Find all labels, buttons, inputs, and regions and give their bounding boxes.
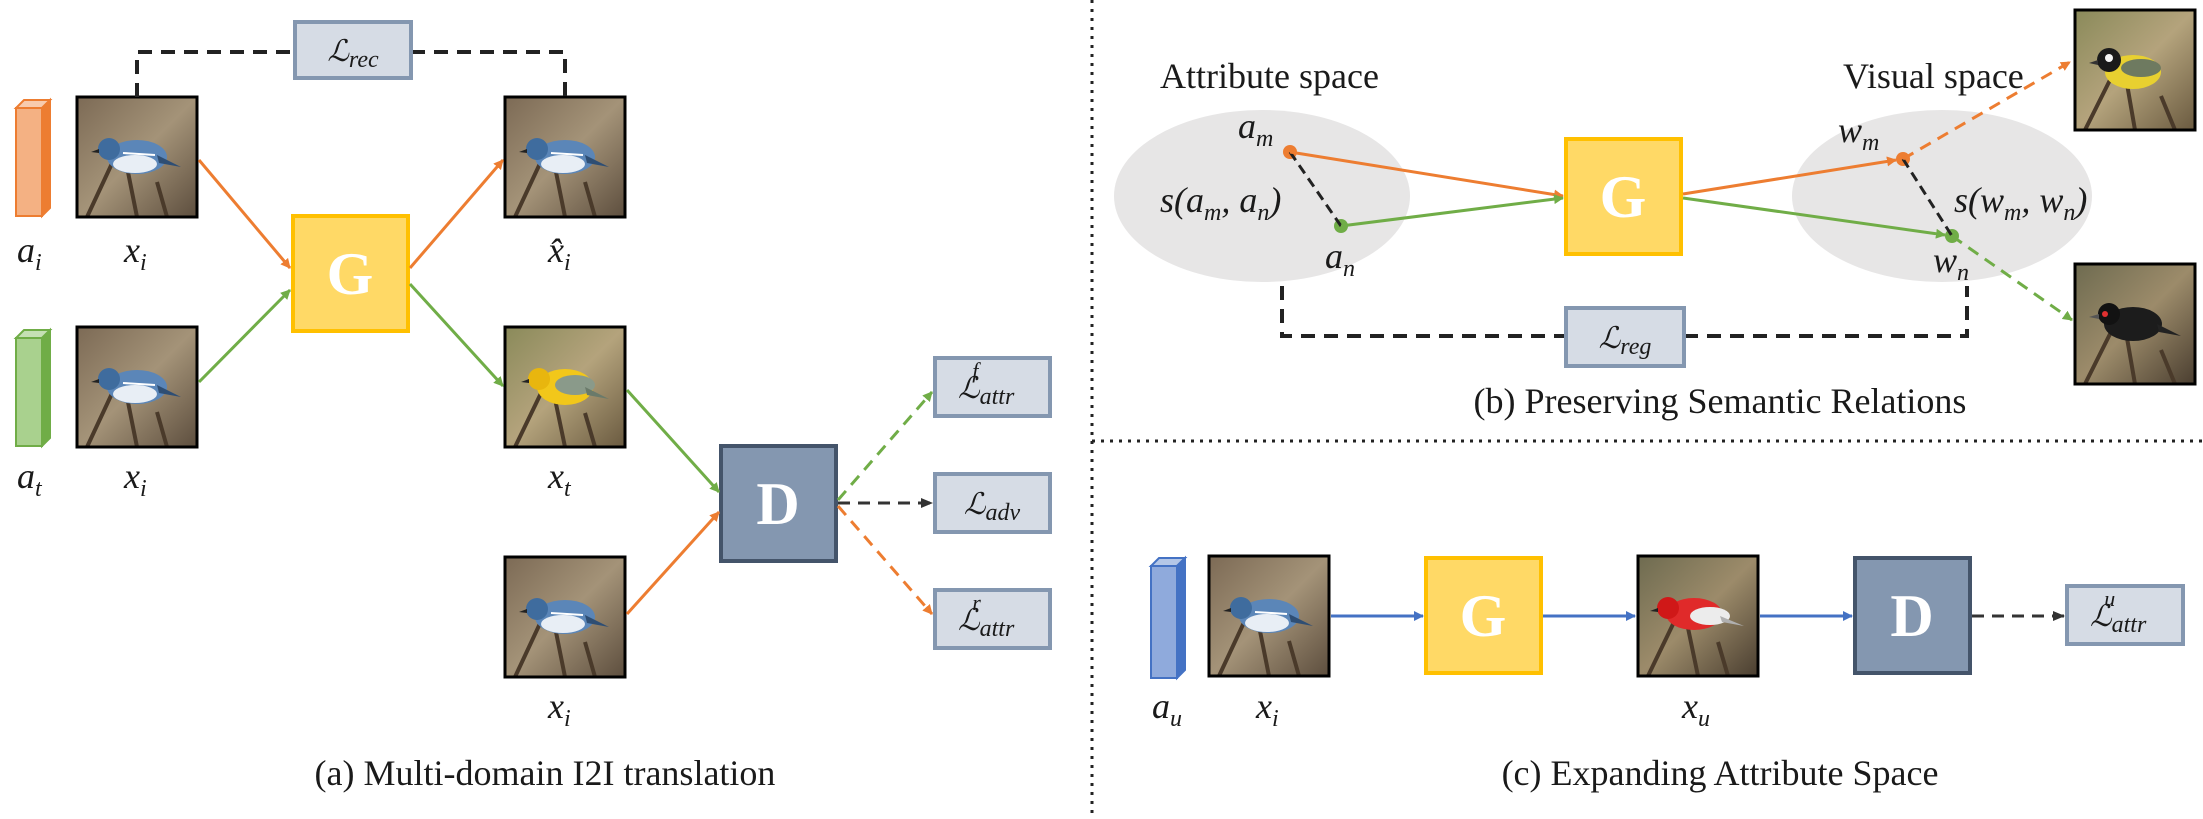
image-xt bbox=[503, 325, 627, 449]
image-xi-bottom bbox=[75, 325, 199, 449]
caption-c: (c) Expanding Attribute Space bbox=[1502, 753, 1939, 793]
image-xi-c bbox=[1207, 554, 1331, 678]
arrow-g-to-xt bbox=[408, 282, 505, 388]
image-xi-bottom-label: xi bbox=[123, 456, 147, 502]
discriminator-label-a: D bbox=[756, 471, 799, 537]
attribute-au-label: au bbox=[1152, 686, 1182, 732]
loss-rec-box bbox=[293, 20, 413, 80]
visual-space-ellipse bbox=[1792, 110, 2092, 282]
image-xi-top bbox=[75, 95, 199, 219]
generator-box-b bbox=[1564, 137, 1683, 256]
generator-box-a bbox=[291, 214, 410, 333]
image-visual-m bbox=[2073, 8, 2197, 132]
arrow-xt-to-d bbox=[625, 388, 721, 494]
loss-attr-r-box bbox=[933, 588, 1052, 650]
loss-attr-u-box bbox=[2065, 584, 2185, 646]
image-xi-top-label: xi bbox=[123, 230, 147, 276]
arrow-d-to-attr-r bbox=[836, 505, 934, 615]
arrow-g-to-wm bbox=[1682, 156, 1897, 196]
loss-rec-label: ℒrec bbox=[327, 35, 379, 73]
visual-space-label: Visual space bbox=[1843, 56, 2024, 96]
attribute-vector-au bbox=[1148, 555, 1188, 681]
s-am-an-label: s(am, an) bbox=[1160, 180, 1281, 226]
arrow-am-to-g bbox=[1289, 150, 1564, 200]
generator-label-c: G bbox=[1460, 583, 1507, 649]
image-xi-c-label: xi bbox=[1255, 686, 1279, 732]
generator-box-c bbox=[1424, 556, 1543, 675]
image-xhat-i-label: x̂i bbox=[547, 230, 571, 276]
arrow-wm-to-image bbox=[1902, 60, 2071, 161]
caption-a: (a) Multi-domain I2I translation bbox=[315, 753, 776, 793]
image-xt-label: xt bbox=[547, 456, 572, 502]
arrow-g-to-wn bbox=[1682, 196, 1946, 239]
arrow-xi-to-g bbox=[197, 159, 292, 269]
panel-c: au xi G xu D ℒattru (c) Expanding Attrib… bbox=[1148, 554, 2185, 793]
caption-b: (b) Preserving Semantic Relations bbox=[1474, 381, 1967, 421]
attribute-ai-label: ai bbox=[17, 230, 42, 276]
attribute-vector-at bbox=[13, 327, 53, 449]
arrow-g-to-xhat bbox=[408, 159, 505, 269]
attribute-space-label: Attribute space bbox=[1160, 56, 1379, 96]
loss-attr-f-label: ℒattrf bbox=[958, 358, 1015, 410]
generator-label-b: G bbox=[1600, 164, 1647, 230]
discriminator-label-c: D bbox=[1890, 583, 1933, 649]
arrow-wn-to-image bbox=[1951, 234, 2073, 322]
rec-loss-line bbox=[135, 50, 567, 97]
attribute-vector-ai bbox=[13, 97, 53, 219]
image-xi-real-label: xi bbox=[547, 686, 571, 732]
image-xu-label: xu bbox=[1681, 686, 1710, 732]
am-label: am bbox=[1238, 106, 1273, 152]
arrow-d-to-attr-f bbox=[836, 391, 934, 501]
generator-label-a: G bbox=[327, 241, 374, 307]
loss-reg-box bbox=[1564, 306, 1686, 368]
loss-adv-box bbox=[933, 472, 1052, 534]
discriminator-box-a bbox=[719, 444, 838, 563]
wm-label: wm bbox=[1838, 110, 1879, 156]
image-xhat-i bbox=[503, 95, 627, 219]
attribute-space-ellipse bbox=[1114, 110, 1410, 282]
arrow-xi2-to-g bbox=[197, 288, 292, 384]
panel-b: Attribute space Visual space am an s(am,… bbox=[1114, 8, 2197, 421]
loss-attr-f-box bbox=[933, 356, 1052, 418]
reg-loss-line bbox=[1280, 286, 1969, 338]
an-label: an bbox=[1325, 236, 1355, 282]
image-visual-n bbox=[2073, 262, 2197, 386]
s-wm-wn-label: s(wm, wn) bbox=[1954, 180, 2087, 226]
attribute-at-label: at bbox=[17, 456, 43, 502]
wn-label: wn bbox=[1933, 240, 1969, 286]
discriminator-box-c bbox=[1853, 556, 1972, 675]
loss-adv-label: ℒadv bbox=[964, 488, 1021, 526]
loss-reg-label: ℒreg bbox=[1599, 322, 1652, 360]
image-xi-real bbox=[503, 555, 627, 679]
arrow-xireal-to-d bbox=[625, 510, 721, 616]
image-xu bbox=[1636, 554, 1760, 678]
loss-attr-u-label: ℒattru bbox=[2090, 586, 2147, 638]
loss-attr-r-label: ℒattrr bbox=[958, 590, 1015, 642]
panel-a: ai at xi xi x̂i xt xi G D ℒrec bbox=[13, 20, 1052, 793]
arrow-an-to-g bbox=[1340, 194, 1564, 228]
